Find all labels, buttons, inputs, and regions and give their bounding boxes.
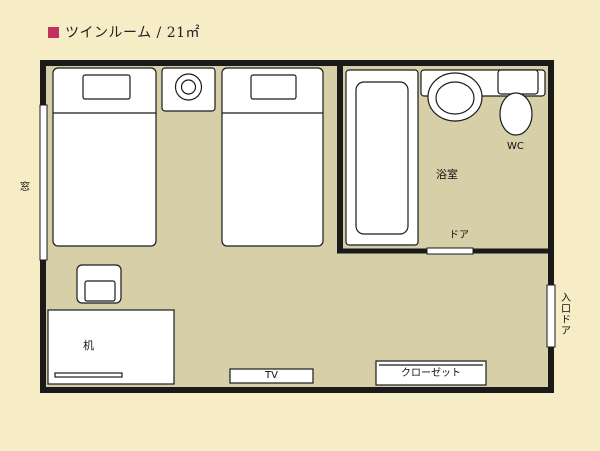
- bath-door-label: ドア: [449, 230, 469, 241]
- page-title: ツインルーム / 21㎡: [48, 22, 200, 42]
- entrance-door-label: 入口ドア: [561, 293, 571, 337]
- desk: [47, 309, 175, 385]
- tv-unit: [229, 368, 314, 384]
- tv-label: TV: [265, 370, 278, 381]
- nightstand: [161, 67, 216, 112]
- chair: [76, 264, 122, 304]
- closet-label: クローゼット: [401, 368, 461, 379]
- toilet: [497, 69, 539, 136]
- wc-label: WC: [507, 141, 524, 152]
- window-label: 窓: [20, 182, 30, 193]
- title-marker: [48, 26, 59, 38]
- bathtub: [345, 69, 419, 246]
- entrance-door: [546, 284, 556, 348]
- window: [39, 104, 48, 261]
- bathroom-door: [426, 247, 474, 255]
- title-text: ツインルーム / 21㎡: [65, 25, 201, 41]
- bathroom-label: 浴室: [436, 168, 458, 181]
- closet: [375, 360, 487, 386]
- bed-right: [221, 67, 324, 247]
- bed-left: [52, 67, 157, 247]
- desk-label: 机: [83, 339, 94, 352]
